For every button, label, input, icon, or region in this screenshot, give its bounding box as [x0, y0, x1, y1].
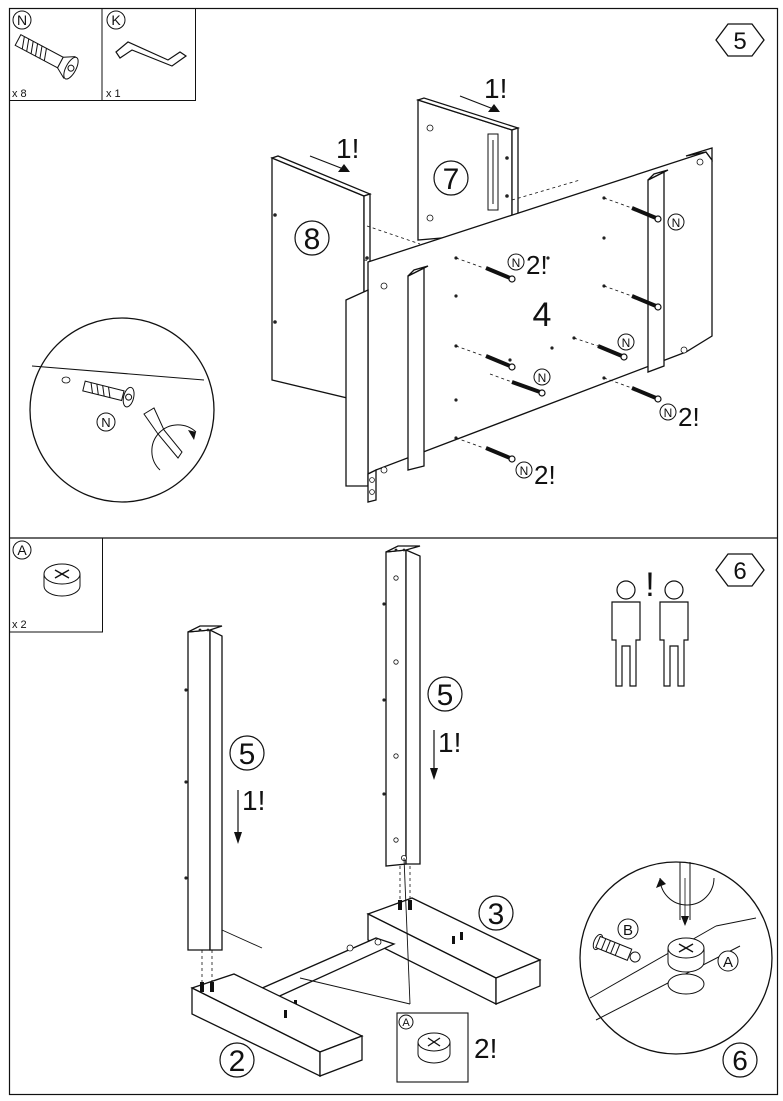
callout-text: 2! — [474, 1033, 497, 1064]
panel-8: 8 — [270, 155, 372, 403]
part-k-card: K x 1 — [106, 10, 188, 100]
svg-text:N: N — [520, 464, 529, 478]
step-number: 5 — [733, 28, 746, 55]
part-letter-badge — [12, 10, 32, 30]
panel-number-badge — [219, 1042, 255, 1078]
svg-text:2!: 2! — [526, 250, 548, 280]
part-letter: A — [17, 542, 27, 558]
step-number: 6 — [733, 558, 746, 585]
base-panel-3: 3 — [366, 895, 542, 1006]
panel-number-badge — [478, 895, 514, 931]
panel-number: 5 — [239, 738, 256, 771]
part-quantity: x 2 — [12, 619, 27, 631]
arrow-insert-panel-7: 1! — [459, 73, 507, 112]
leg-panel-5-right: 5 1! — [382, 545, 463, 867]
part-letter: N — [17, 12, 27, 28]
bolt-icon — [14, 34, 79, 80]
leg-panel-5-left: 5 1! — [184, 625, 265, 951]
callout-n-center: N — [533, 368, 551, 386]
detail-number: 6 — [732, 1045, 748, 1076]
callout-text: 1! — [438, 727, 461, 758]
callout-n-2-mid: N 2! — [659, 402, 700, 432]
svg-text:N: N — [622, 336, 631, 350]
part-quantity: x 8 — [12, 88, 27, 100]
detail-b-letter: B — [623, 922, 633, 939]
panel-number: 3 — [488, 898, 505, 931]
two-person-icon — [611, 580, 689, 687]
panel-7: 7 — [415, 97, 521, 241]
callout-text: 1! — [242, 785, 265, 816]
step-5-section: N x 8 K x 1 — [9, 8, 765, 503]
two-person-warning: ! — [645, 566, 654, 604]
panel-number: 2 — [229, 1045, 246, 1078]
svg-text:N: N — [512, 256, 521, 270]
panel-number-badge — [433, 160, 469, 196]
cam-lock-icon — [417, 1032, 451, 1064]
panel-number-badge — [229, 735, 265, 771]
svg-text:2!: 2! — [534, 460, 556, 490]
part-quantity: x 1 — [106, 88, 121, 100]
panel-number-badge — [427, 676, 463, 712]
cam-lock-callout: A 2! — [396, 1012, 497, 1083]
step-6-section: A x 2 6 ! — [9, 537, 773, 1083]
dowel-guides — [200, 857, 412, 1005]
panel-number: 8 — [304, 223, 321, 256]
panel-number: 7 — [443, 163, 460, 196]
allen-key-icon — [115, 41, 188, 67]
cam-bolt-icon — [592, 933, 641, 963]
cam-detail-circle: B A 6 — [579, 861, 773, 1078]
cam-lock-icon — [667, 937, 705, 973]
svg-text:N: N — [672, 216, 681, 230]
part-n-card: N x 8 — [12, 10, 79, 100]
detail-letter: N — [101, 415, 110, 430]
step-6-parts-box: A x 2 — [9, 537, 103, 633]
panel-number: 5 — [437, 679, 454, 712]
callout-n-2-top: N 2! — [507, 250, 548, 280]
callout-text: 1! — [336, 133, 359, 164]
step-5-number-badge: 5 — [715, 23, 765, 57]
bolt-detail-circle: N — [29, 317, 215, 503]
bolt-callouts: N 2! N N N N 2! N 2! — [507, 213, 700, 490]
callout-n-2-bottom: N 2! — [515, 460, 556, 490]
cam-letter: A — [402, 1017, 410, 1029]
callout-n-right-mid: N — [617, 333, 635, 351]
base-panel-2: 2 — [190, 973, 364, 1078]
svg-text:N: N — [538, 371, 547, 385]
panel-number-badge — [294, 220, 330, 256]
part-letter: K — [111, 12, 121, 28]
callout-n-right-top: N — [667, 213, 685, 231]
panel-4: 4 — [345, 147, 713, 503]
part-letter-badge — [106, 10, 126, 30]
step-6-number-badge: 6 — [715, 553, 765, 587]
detail-a-letter: A — [723, 954, 733, 971]
bolts-panel-4 — [455, 197, 662, 463]
step-5-parts-box: N x 8 K x 1 — [9, 8, 196, 101]
svg-text:2!: 2! — [678, 402, 700, 432]
part-letter-badge — [12, 540, 32, 560]
arrow-insert-panel-8: 1! — [309, 133, 359, 172]
cam-lock-icon — [43, 563, 81, 597]
callout-text: 1! — [484, 73, 507, 104]
svg-text:N: N — [664, 406, 673, 420]
panel-number: 4 — [533, 296, 552, 334]
